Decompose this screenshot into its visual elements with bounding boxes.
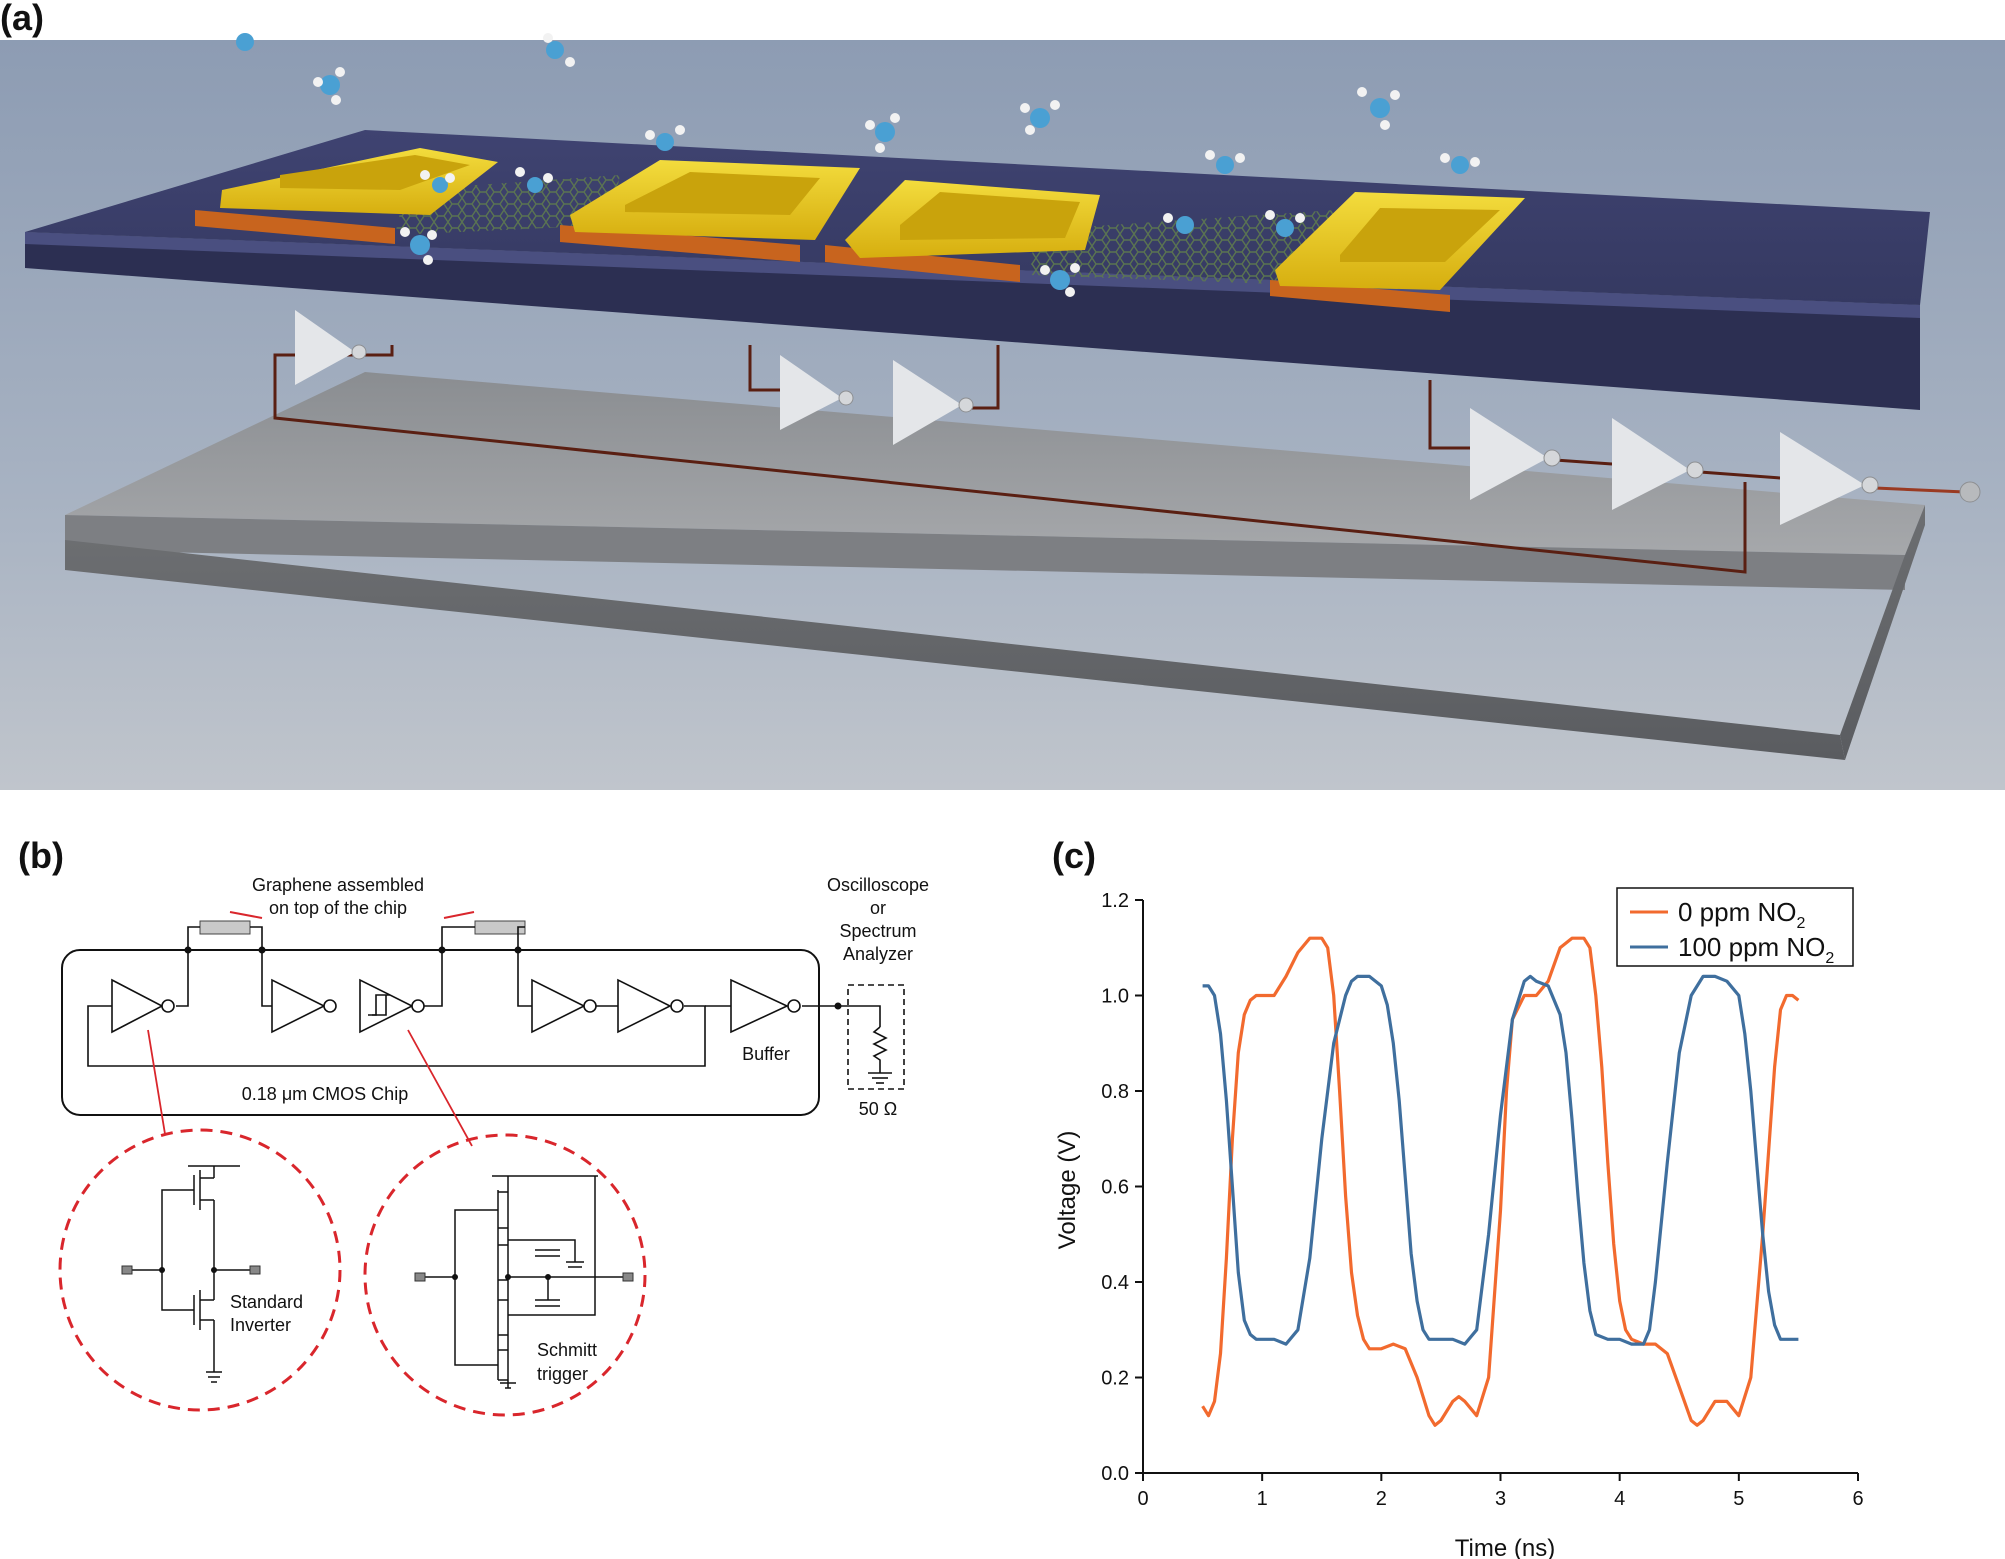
contact-3 [825, 180, 1100, 282]
chart-plot-area: 0 1 2 3 4 5 6 0.0 0.2 0.4 0.6 0.8 1.0 1.2 [1101, 890, 1863, 1510]
schmitt-label-line2: trigger [537, 1364, 588, 1384]
load-label: 50 Ω [859, 1099, 897, 1119]
inverter-3 [531, 978, 597, 1034]
inverter-zoom-pointer [147, 1029, 166, 1135]
x-tick-label: 6 [1852, 1488, 1863, 1510]
graphene-sheet-right [1030, 210, 1335, 285]
x-axis-label: Time (ns) [1455, 1535, 1555, 1559]
instrument-label: Oscilloscope or Spectrum Analyzer [827, 875, 929, 964]
chip-label: 0.18 μm CMOS Chip [242, 1084, 408, 1104]
circuit-wiring [87, 926, 892, 1084]
inverter-schematic [130, 1165, 252, 1383]
graphene-pointer-right [443, 911, 475, 919]
inverter-2 [271, 978, 337, 1034]
svg-text:or: or [870, 898, 886, 918]
graphene-label-line1: Graphene assembled [252, 875, 424, 895]
legend-box [1616, 887, 1854, 967]
schmitt-schematic [420, 1175, 625, 1389]
panel-c-chart: (c) 0 1 2 3 4 5 6 0.0 0.2 0.4 0.6 0.8 1.0 1.2 Time (n… [1052, 835, 1864, 1559]
graphene-resistor-1 [199, 920, 251, 935]
y-tick-label: 0.2 [1101, 1368, 1129, 1390]
inverter-label-line1: Standard [230, 1292, 303, 1312]
x-tick-label: 4 [1614, 1488, 1625, 1510]
panel-a-label: (a) [0, 0, 44, 38]
graphene-pointer-left [229, 911, 263, 919]
series-line-0ppm [1201, 936, 1800, 1427]
legend-entry-0ppm: 0 ppm NO2 [1678, 897, 1806, 932]
gas-molecules [236, 33, 1480, 297]
chart-legend: 0 ppm NO2 100 ppm NO2 [1616, 887, 1854, 967]
y-tick-label: 0.0 [1101, 1463, 1129, 1485]
svg-text:Oscilloscope: Oscilloscope [827, 875, 929, 895]
y-tick-label: 1.2 [1101, 890, 1129, 912]
y-tick-label: 1.0 [1101, 986, 1129, 1008]
inverter-chain [295, 310, 1981, 525]
x-tick-label: 0 [1137, 1488, 1148, 1510]
y-tick-label: 0.6 [1101, 1177, 1129, 1199]
inverter-1 [111, 978, 175, 1034]
schmitt-gate [359, 978, 425, 1034]
graphene-label-line2: on top of the chip [269, 898, 407, 918]
cmos-chip-slab [65, 372, 1925, 760]
x-tick-label: 5 [1733, 1488, 1744, 1510]
chip-gates [111, 978, 801, 1034]
series-line-100ppm [1202, 974, 1799, 1346]
schmitt-zoom-circle [363, 1133, 647, 1417]
y-tick-label: 0.8 [1101, 1081, 1129, 1103]
y-axis-label: Voltage (V) [1054, 1131, 1081, 1250]
panel-b-label: (b) [18, 835, 64, 876]
buffer-label: Buffer [742, 1044, 790, 1064]
buffer-gate [730, 978, 801, 1034]
svg-text:Analyzer: Analyzer [843, 944, 913, 964]
x-tick-label: 1 [1257, 1488, 1268, 1510]
x-tick-label: 3 [1495, 1488, 1506, 1510]
y-tick-label: 0.4 [1101, 1272, 1129, 1294]
legend-entry-100ppm: 100 ppm NO2 [1678, 932, 1834, 967]
contact-2 [560, 160, 860, 262]
panel-c-label: (c) [1052, 835, 1096, 876]
contact-4 [1270, 192, 1525, 312]
schmitt-label-line1: Schmitt [537, 1340, 597, 1360]
gold-contacts [195, 148, 1525, 312]
contact-1 [195, 148, 498, 244]
inverter-zoom-circle [58, 1128, 342, 1412]
svg-text:Spectrum: Spectrum [839, 921, 916, 941]
ring-oscillator-wiring [273, 345, 1966, 574]
x-tick-label: 2 [1376, 1488, 1387, 1510]
panel-a: (a) [0, 0, 2005, 790]
inverter-label-line2: Inverter [230, 1315, 291, 1335]
inverter-4 [617, 978, 684, 1034]
panel-b: (b) Graphene assembled on top of the chi… [18, 835, 929, 1417]
schmitt-zoom-pointer [407, 1029, 473, 1147]
